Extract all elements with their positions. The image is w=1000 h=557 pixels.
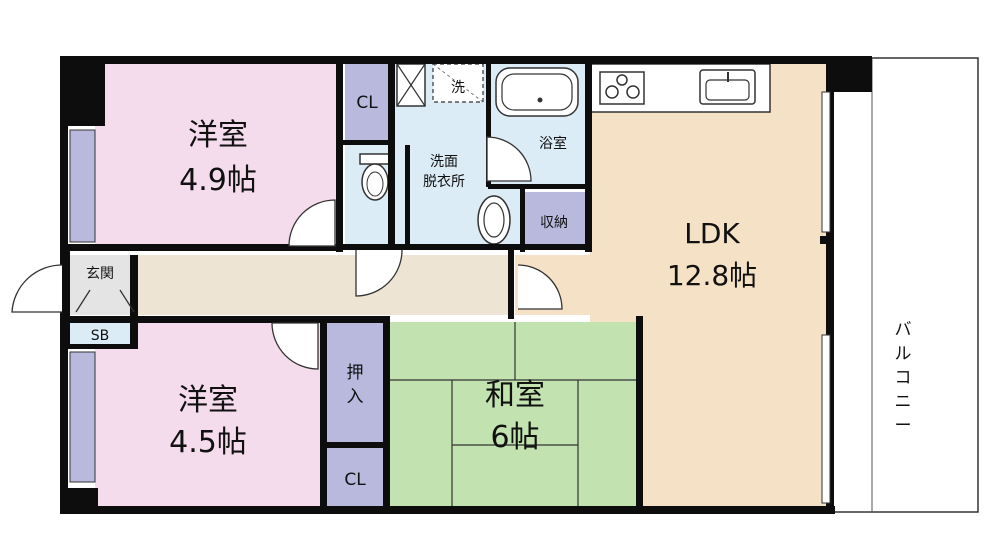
closet-bottom-area — [325, 448, 385, 510]
washer-label: 洗 — [451, 80, 465, 96]
balcony-label-3: コ — [895, 368, 912, 388]
japanese-room-name: 和室 — [485, 378, 545, 413]
storage-area — [525, 192, 585, 250]
entrance-label: 玄関 — [86, 265, 114, 282]
entrance-area — [68, 255, 138, 315]
shoe-box-label: SB — [91, 328, 110, 344]
corridor-area — [138, 255, 513, 315]
ldk-name: LDK — [684, 217, 740, 250]
western-room-2-size: 4.5帖 — [169, 425, 247, 460]
balcony-area — [829, 57, 979, 513]
dressing-room-label-1: 洗面 — [430, 154, 458, 170]
oshiire-label-1: 押 — [347, 363, 364, 383]
door-swings — [11, 136, 563, 370]
western-room-2-area — [95, 322, 320, 510]
western-room-1-name: 洋室 — [188, 118, 248, 153]
bathtub-icon — [495, 67, 579, 117]
shoe-box-area — [68, 322, 133, 347]
walls — [60, 56, 872, 514]
balcony-label-5: ー — [895, 416, 912, 436]
western-room-1-size: 4.9帖 — [179, 163, 257, 198]
balcony-label-2: ル — [895, 344, 912, 364]
tatami-lines — [390, 322, 640, 510]
ldk-size: 12.8帖 — [667, 259, 757, 292]
toilet-tank-icon — [359, 153, 391, 165]
toilet-bowl-icon — [361, 163, 389, 201]
windows — [69, 91, 831, 504]
oshiire-label-2: 入 — [347, 387, 364, 407]
closet-top-label: CL — [356, 93, 378, 113]
japanese-room-size: 6帖 — [490, 420, 539, 455]
closet-top-area — [345, 62, 390, 140]
closet-bottom-label: CL — [344, 470, 366, 490]
balcony-label-1: バ — [895, 320, 912, 340]
balcony-label-4: ニ — [895, 392, 912, 412]
sink-icon — [699, 69, 756, 105]
dressing-room-label-2: 脱衣所 — [423, 174, 465, 190]
bathroom-label: 浴室 — [539, 135, 567, 152]
western-room-2-name: 洋室 — [178, 383, 238, 418]
oshiire-area — [325, 322, 385, 442]
storage-label: 収納 — [540, 215, 568, 231]
